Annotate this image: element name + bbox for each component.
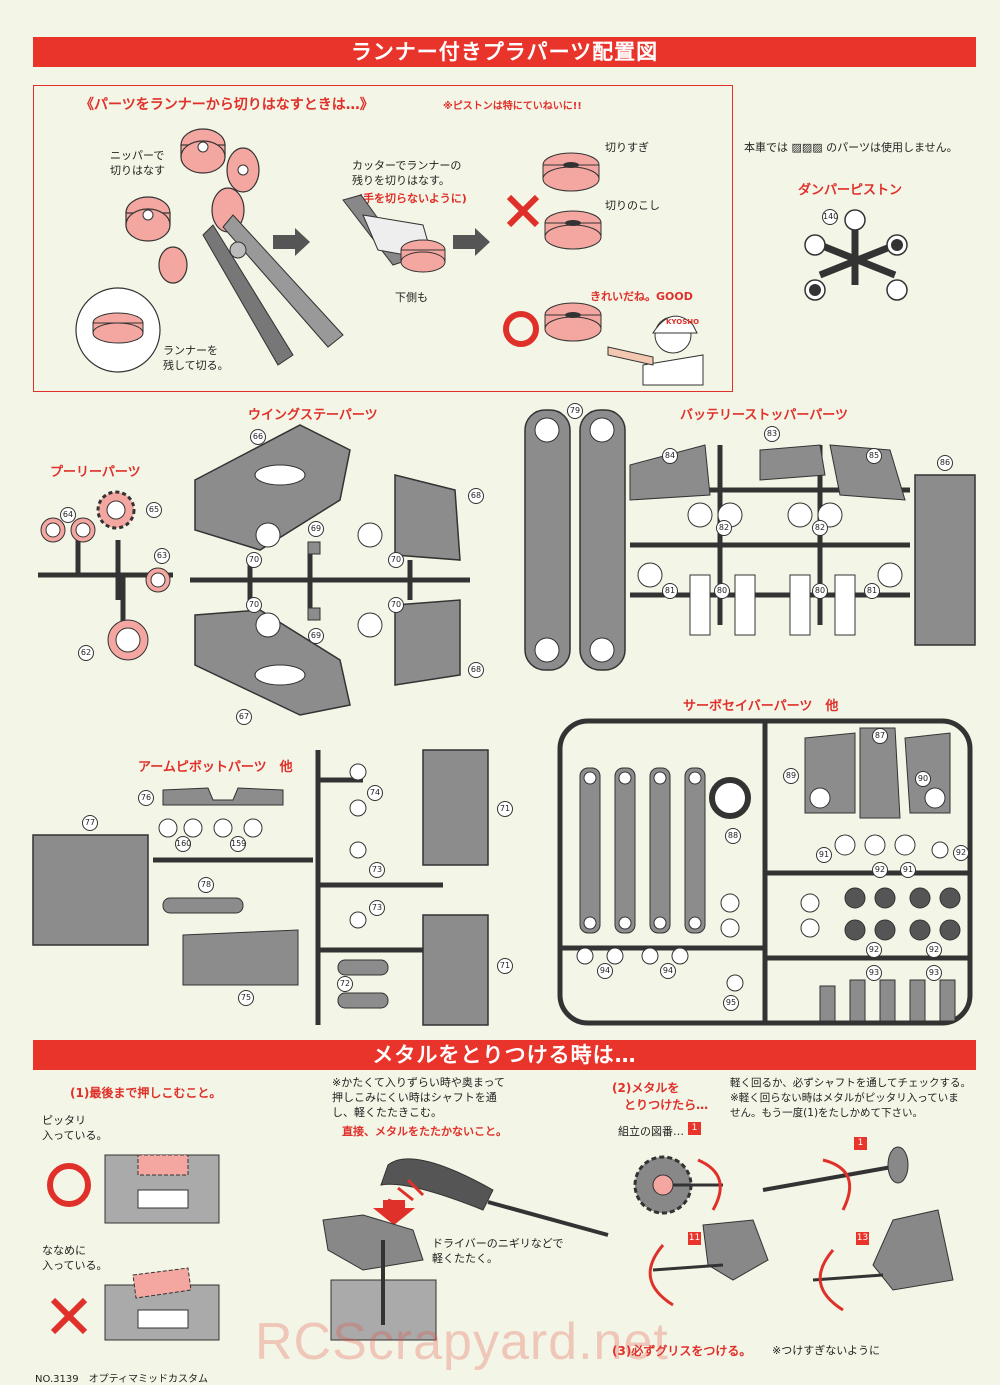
part-number-64: 64: [60, 507, 76, 523]
underside-label: 下側も: [395, 291, 428, 304]
nipper-label: ニッパーで 切りはなす: [110, 149, 165, 177]
part-number-71a: 71: [497, 801, 513, 817]
part-number-93b: 93: [926, 965, 942, 981]
part-number-90: 90: [915, 771, 931, 787]
part-number-82b: 82: [812, 520, 828, 536]
battery-stopper-runner: [524, 409, 976, 671]
part-number-66: 66: [250, 429, 266, 445]
part-number-81a: 81: [662, 583, 678, 599]
fig-ref-13: 13: [856, 1232, 869, 1245]
part-number-70d: 70: [388, 597, 404, 613]
footer-text: NO.3139 オプティマミッドカスタム: [35, 1374, 208, 1385]
part-number-71b: 71: [497, 958, 513, 974]
part-number-92b: 92: [953, 845, 969, 861]
part-number-79: 79: [567, 403, 583, 419]
metal-section-title: メタルをとりつける時は…: [33, 1040, 976, 1070]
caution-label: (手を切らないように): [358, 192, 467, 205]
part-number-76: 76: [138, 790, 154, 806]
part-number-89: 89: [783, 768, 799, 784]
part-number-85: 85: [866, 448, 882, 464]
part-number-74: 74: [367, 785, 383, 801]
part-number-67: 67: [236, 709, 252, 725]
step3-note: ※つけすぎないように: [772, 1344, 880, 1357]
part-number-81b: 81: [864, 583, 880, 599]
part-number-73a: 73: [369, 862, 385, 878]
fig-ref-1a: 1: [688, 1122, 701, 1135]
part-number-92a: 92: [872, 862, 888, 878]
fig-ref-11: 11: [688, 1232, 701, 1245]
leftover-label: 切りのこし: [605, 199, 660, 212]
metal-step1: (1)最後まで押しこむこと。: [70, 1086, 222, 1100]
part-number-84: 84: [662, 448, 678, 464]
metal-step3: (3)必ずグリスをつける。: [612, 1344, 752, 1358]
pulley-runner: [38, 490, 173, 661]
part-number-86: 86: [937, 455, 953, 471]
page-title: ランナー付きプラパーツ配置図: [33, 37, 976, 67]
part-number-78: 78: [198, 877, 214, 893]
piston-note: ※ピストンは特にていねいに!!: [443, 101, 582, 112]
direct-warning: 直接、メタルをたたかないこと。: [342, 1125, 507, 1138]
wing-stay-runner: [190, 424, 470, 716]
part-number-93a: 93: [866, 965, 882, 981]
part-number-80b: 80: [812, 583, 828, 599]
part-number-91b: 91: [900, 862, 916, 878]
part-number-70a: 70: [246, 552, 262, 568]
part-number-92c: 92: [866, 942, 882, 958]
part-number-68a: 68: [468, 488, 484, 504]
servo-saver-runner: [557, 718, 973, 1026]
flush-label: ピッタリ 入っている。: [42, 1114, 108, 1142]
pulley-title: プーリーパーツ: [50, 465, 141, 480]
cutter-label: カッターでランナーの 残りを切りはなす。: [352, 159, 462, 187]
part-number-65: 65: [146, 502, 162, 518]
wing-stay-title: ウイングステーパーツ: [248, 408, 378, 423]
arm-pivot-title: アームピボットパーツ 他: [138, 760, 293, 775]
cap-logo: KYOSHO: [666, 318, 700, 326]
part-number-159: 159: [230, 836, 246, 852]
driver-label: ドライバーのニギリなどで 軽くたたく。: [432, 1237, 564, 1265]
good-label: きれいだね。GOOD: [590, 290, 693, 303]
part-number-94b: 94: [660, 963, 676, 979]
damper-piston-title: ダンパーピストン: [798, 183, 903, 198]
hard-note: ※かたくて入りずらい時や奥まって 押しこみにくい時はシャフトを通 し、軽くたたき…: [332, 1076, 505, 1119]
part-number-83: 83: [764, 426, 780, 442]
part-number-91a: 91: [816, 847, 832, 863]
part-number-160: 160: [175, 836, 191, 852]
part-number-69a: 69: [308, 521, 324, 537]
part-number-80a: 80: [714, 583, 730, 599]
fig-ref-1b: 1: [854, 1137, 867, 1150]
servo-saver-title: サーボセイバーパーツ 他: [683, 699, 839, 714]
too-much-label: 切りすぎ: [605, 141, 649, 154]
part-number-82a: 82: [716, 520, 732, 536]
runner-box-title: 《パーツをランナーから切りはなすときは…》: [80, 97, 374, 113]
part-number-63: 63: [154, 548, 170, 564]
part-number-94a: 94: [597, 963, 613, 979]
part-number-88: 88: [725, 828, 741, 844]
part-number-73b: 73: [369, 900, 385, 916]
step2-note: 軽く回るか、必ずシャフトを通してチェックする。 ※軽く回らない時はメタルがピッタ…: [730, 1077, 971, 1119]
watermark: RCScrapyard.net: [255, 1313, 669, 1371]
part-number-140: 140: [822, 209, 838, 225]
part-number-72: 72: [337, 976, 353, 992]
leave-runner-label: ランナーを 残して切る。: [163, 344, 229, 372]
runner-instruction-box: [33, 85, 733, 392]
part-number-87: 87: [872, 728, 888, 744]
part-number-70b: 70: [388, 552, 404, 568]
assembly-ref: 組立の図番…: [618, 1125, 684, 1138]
part-number-75: 75: [238, 990, 254, 1006]
battery-stopper-title: バッテリーストッパーパーツ: [680, 408, 848, 423]
part-number-69b: 69: [308, 628, 324, 644]
part-number-62: 62: [78, 645, 94, 661]
slanted-label: ななめに 入っている。: [42, 1244, 108, 1272]
runner-cutting-illustration: [75, 128, 704, 386]
part-number-77: 77: [82, 815, 98, 831]
metal-step2: (2)メタルを とりつけたら…: [612, 1081, 709, 1112]
arm-pivot-runner: [32, 749, 489, 1026]
damper-piston-runner: [804, 209, 908, 301]
unused-parts-note: 本車では ▨▨▨ のパーツは使用しません。: [744, 141, 958, 154]
part-number-68b: 68: [468, 662, 484, 678]
metal-insertion-illustration: [47, 1146, 954, 1341]
part-number-70c: 70: [246, 597, 262, 613]
part-number-92d: 92: [926, 942, 942, 958]
part-number-95: 95: [723, 995, 739, 1011]
